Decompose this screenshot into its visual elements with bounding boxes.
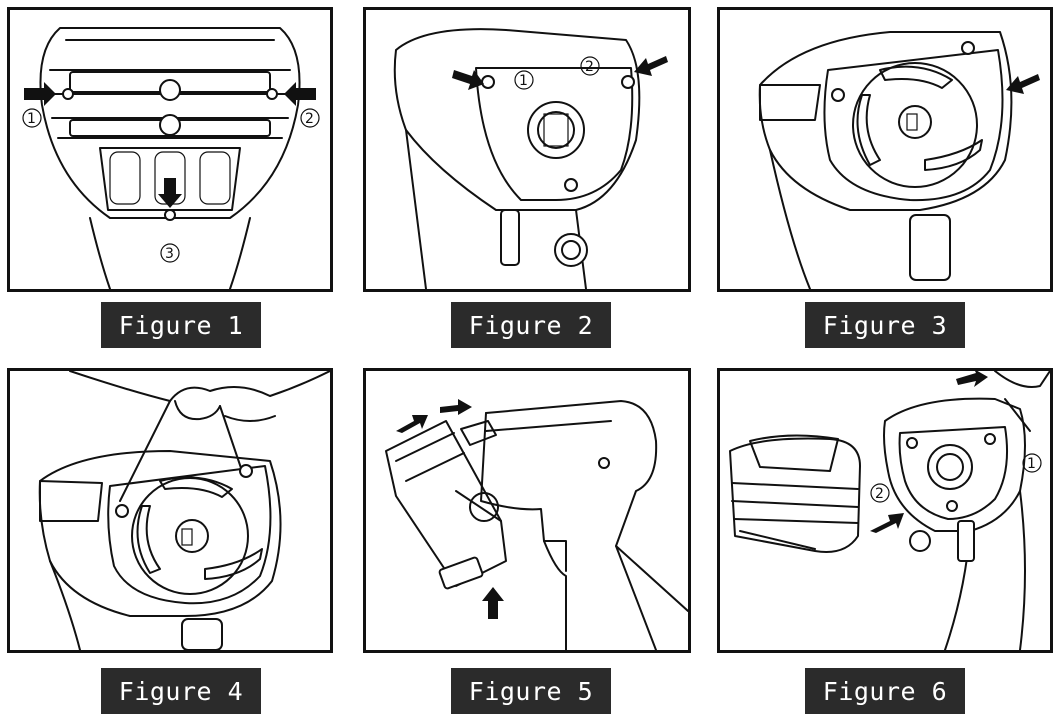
figure-1-panel: 1 2 3 <box>7 7 333 292</box>
clipper-with-cover-removed <box>38 450 282 650</box>
svg-text:2: 2 <box>875 486 884 502</box>
clipper-with-blade-removed <box>393 28 641 289</box>
arrow-icon <box>452 70 484 90</box>
figure-3-caption: Figure 3 <box>805 302 965 348</box>
step-2-icon: 2 <box>870 483 890 503</box>
figure-5-panel <box>363 368 691 653</box>
rotate-step-2-icon: 2 <box>300 108 320 128</box>
arrow-icon <box>284 82 316 106</box>
arrow-icon <box>158 178 182 208</box>
svg-text:3: 3 <box>165 246 174 262</box>
arrow-icon <box>870 513 904 533</box>
clipper-with-blade-removed <box>883 371 1050 650</box>
hair-clipper-head-front-view <box>39 27 301 289</box>
figure-6-illustration: 1 2 <box>729 371 1050 650</box>
figure-4-caption: Figure 4 <box>101 668 261 714</box>
rotate-step-1-icon: 1 <box>514 70 534 90</box>
figure-3-illustration <box>758 31 1040 289</box>
step-1-icon: 1 <box>1022 453 1042 473</box>
figure-1-illustration: 1 2 3 <box>22 27 320 289</box>
figure-2-panel: 1 2 <box>363 7 691 292</box>
arrow-icon <box>482 587 504 619</box>
rotate-step-3-icon: 3 <box>160 243 180 263</box>
svg-text:1: 1 <box>1027 456 1036 472</box>
figure-3-panel <box>717 7 1053 292</box>
arrow-icon <box>24 82 56 106</box>
svg-text:1: 1 <box>27 111 36 127</box>
svg-text:2: 2 <box>585 59 594 75</box>
svg-text:2: 2 <box>305 111 314 127</box>
figure-2-caption: Figure 2 <box>451 302 611 348</box>
arrow-icon <box>1006 74 1040 94</box>
blade-assembly <box>729 434 861 553</box>
svg-text:1: 1 <box>519 73 528 89</box>
hands-holding-cleaning-thread <box>69 371 330 502</box>
figure-5-illustration <box>385 399 688 650</box>
rotate-step-2-icon: 2 <box>580 56 600 76</box>
figure-5-caption: Figure 5 <box>451 668 611 714</box>
clipper-with-cover-removed <box>758 31 1013 289</box>
figure-4-panel <box>7 368 333 653</box>
rotate-step-1-icon: 1 <box>22 108 42 128</box>
figure-4-illustration <box>38 371 330 650</box>
figure-2-illustration: 1 2 <box>393 28 668 289</box>
arrow-icon <box>956 371 988 387</box>
arrow-icon <box>634 56 668 76</box>
clipper-body-side-view <box>480 400 688 650</box>
arrow-icon <box>440 399 472 415</box>
figure-6-caption: Figure 6 <box>805 668 965 714</box>
figure-1-caption: Figure 1 <box>101 302 261 348</box>
arrow-icon <box>396 415 428 433</box>
blade-assembly <box>385 420 507 590</box>
figure-6-panel: 1 2 <box>717 368 1053 653</box>
